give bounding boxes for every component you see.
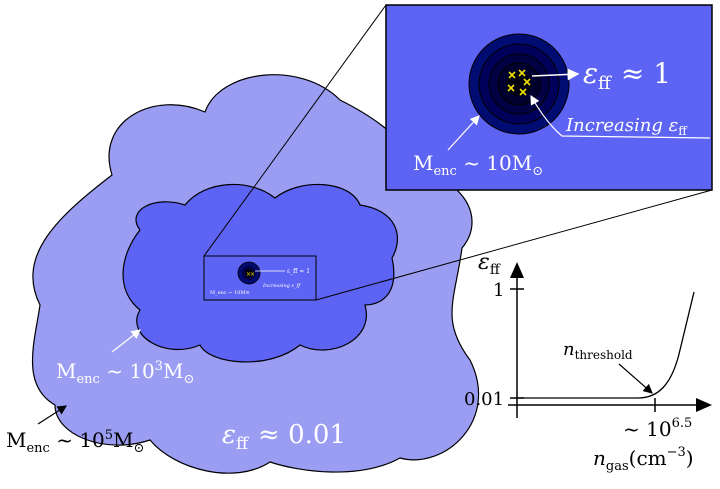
zoom-line-left [203, 4, 387, 257]
y-axis-arrowhead [510, 262, 524, 278]
outer-mass-label: Menc ~ 105M⊙ [6, 428, 144, 456]
eff-core-arrow [531, 68, 580, 81]
star-marker [507, 84, 515, 92]
mini-eff-label: ε_ff ≈ 1 [287, 268, 310, 275]
threshold-arrow [618, 363, 653, 394]
inner-mass-label: Menc ~ 103M⊙ [56, 359, 194, 387]
eff-outer-label: εff≈ 0.01 [222, 420, 346, 454]
mini-star: × [246, 271, 251, 278]
x-tick-label: ~ 106.5 [623, 416, 692, 441]
star-marker [519, 88, 527, 96]
star-marker [518, 69, 526, 77]
efficiency-curve [517, 291, 695, 399]
inner-mass-arrow [111, 329, 141, 353]
x-axis-label: ngas(cm−3) [593, 445, 694, 474]
y-tick-label-0.01: 0.01 [464, 389, 504, 410]
mini-star: × [250, 271, 255, 278]
threshold-label: nthreshold [563, 339, 633, 362]
star-marker [508, 71, 516, 79]
mini-zoom-box [203, 255, 317, 301]
increasing-label: Increasing εff [565, 115, 688, 138]
outer-mass-arrow [37, 405, 68, 425]
mini-mass-label: M_enc ~ 10M⊙ [210, 290, 250, 296]
zoom-line-right [315, 189, 713, 301]
x-axis-arrowhead [696, 398, 712, 412]
star-cluster [507, 69, 531, 96]
mini-increasing-label: Increasing ε_ff [262, 283, 302, 289]
eff-core-label: εff≈ 1 [583, 57, 671, 94]
inset-plot: εff 1 0.01 nthreshold ~ 106.5 ngas(cm−3) [464, 250, 712, 474]
increasing-arrow [530, 94, 711, 139]
core-mass-label: Menc ~ 10M⊙ [413, 151, 543, 179]
mini-core-center [245, 269, 253, 277]
y-axis-label: εff [478, 250, 501, 278]
core-mass-arrow [447, 115, 480, 151]
star-marker [523, 78, 531, 86]
y-tick-label-1: 1 [493, 280, 504, 301]
